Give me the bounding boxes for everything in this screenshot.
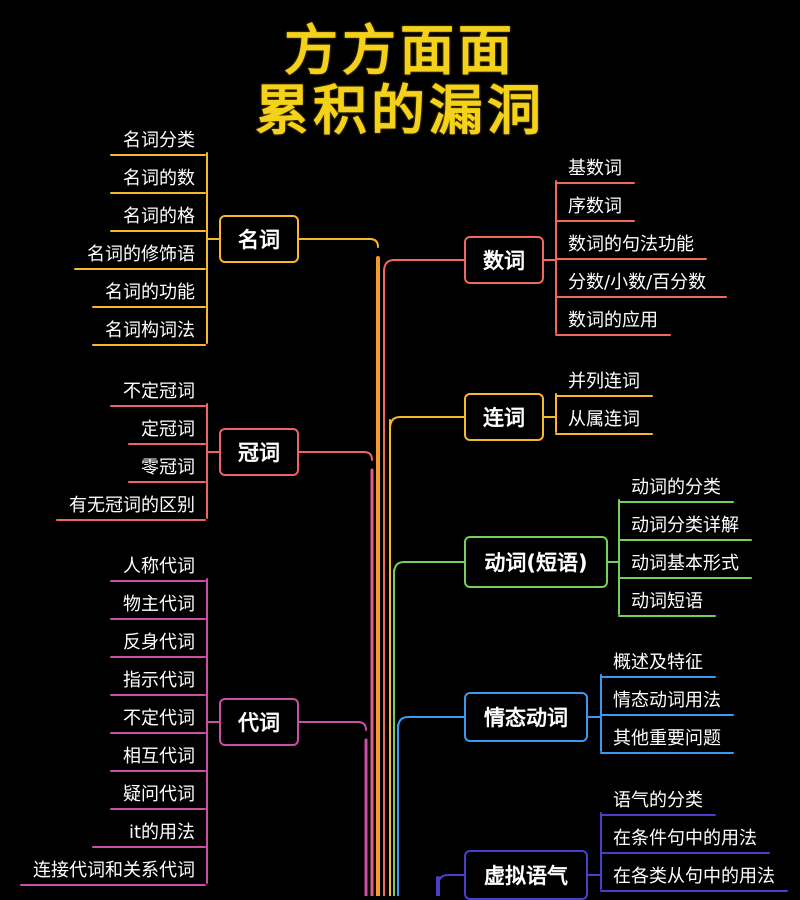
leaf-pronoun-6: 疑问代词 (123, 784, 195, 805)
node-article: 冠词 (219, 428, 299, 476)
node-pronoun: 代词 (219, 698, 299, 746)
leaf-subjunctive-2: 在各类从句中的用法 (613, 866, 775, 887)
connector-modal-trunk (397, 716, 465, 730)
connector-noun-trunk (298, 238, 379, 248)
leaf-noun-3: 名词的修饰语 (87, 244, 195, 265)
leaf-verb-3: 动词短语 (631, 591, 703, 612)
node-conjunction: 连词 (464, 393, 544, 441)
leaf-noun-1: 名词的数 (123, 168, 195, 189)
leaf-modal-1: 情态动词用法 (613, 690, 721, 711)
title-line-2: 累积的漏洞 (255, 79, 545, 142)
connector-article-trunk (298, 451, 373, 461)
leaf-noun-4: 名词的功能 (105, 282, 195, 303)
leaf-numeral-4: 数词的应用 (568, 310, 658, 331)
leaf-numeral-3: 分数/小数/百分数 (568, 272, 707, 293)
leaf-subjunctive-1: 在条件句中的用法 (613, 828, 757, 849)
leaf-noun-5: 名词构词法 (105, 320, 195, 341)
leaf-article-2: 零冠词 (141, 457, 195, 478)
connector-pronoun-trunk (298, 721, 367, 731)
leaf-pronoun-7: it的用法 (128, 822, 195, 843)
connector-verb-trunk (393, 561, 465, 575)
leaf-conjunction-0: 并列连词 (568, 371, 640, 392)
leaf-subjunctive-0: 语气的分类 (613, 790, 703, 811)
leaf-conjunction-1: 从属连词 (568, 409, 640, 430)
node-verb: 动词(短语) (464, 536, 608, 588)
connector-numeral-trunk (383, 259, 465, 273)
leaf-verb-1: 动词分类详解 (631, 515, 739, 536)
leaf-numeral-0: 基数词 (568, 158, 622, 179)
connector-subjunctive-trunk (437, 874, 465, 888)
leaf-pronoun-4: 不定代词 (123, 708, 195, 729)
leaf-pronoun-1: 物主代词 (123, 594, 195, 615)
leaf-verb-2: 动词基本形式 (631, 553, 739, 574)
node-modal: 情态动词 (464, 692, 588, 742)
leaf-noun-0: 名词分类 (123, 130, 195, 151)
connector-conjunction-trunk (389, 416, 465, 430)
leaf-pronoun-3: 指示代词 (123, 670, 195, 691)
leaf-article-3: 有无冠词的区别 (69, 495, 195, 516)
node-numeral: 数词 (464, 236, 544, 284)
node-noun: 名词 (219, 215, 299, 263)
node-subjunctive: 虚拟语气 (464, 850, 588, 900)
leaf-pronoun-2: 反身代词 (123, 632, 195, 653)
leaf-modal-0: 概述及特征 (613, 652, 703, 673)
leaf-noun-2: 名词的格 (123, 206, 195, 227)
leaf-numeral-1: 序数词 (568, 196, 622, 217)
leaf-numeral-2: 数词的句法功能 (568, 234, 694, 255)
leaf-pronoun-5: 相互代词 (123, 746, 195, 767)
leaf-modal-2: 其他重要问题 (613, 728, 721, 749)
leaf-verb-0: 动词的分类 (631, 477, 721, 498)
leaf-article-1: 定冠词 (141, 419, 195, 440)
leaf-pronoun-8: 连接代词和关系代词 (33, 860, 195, 881)
leaf-article-0: 不定冠词 (123, 381, 195, 402)
title-line-1: 方方面面 (284, 19, 516, 82)
leaf-pronoun-0: 人称代词 (123, 556, 195, 577)
